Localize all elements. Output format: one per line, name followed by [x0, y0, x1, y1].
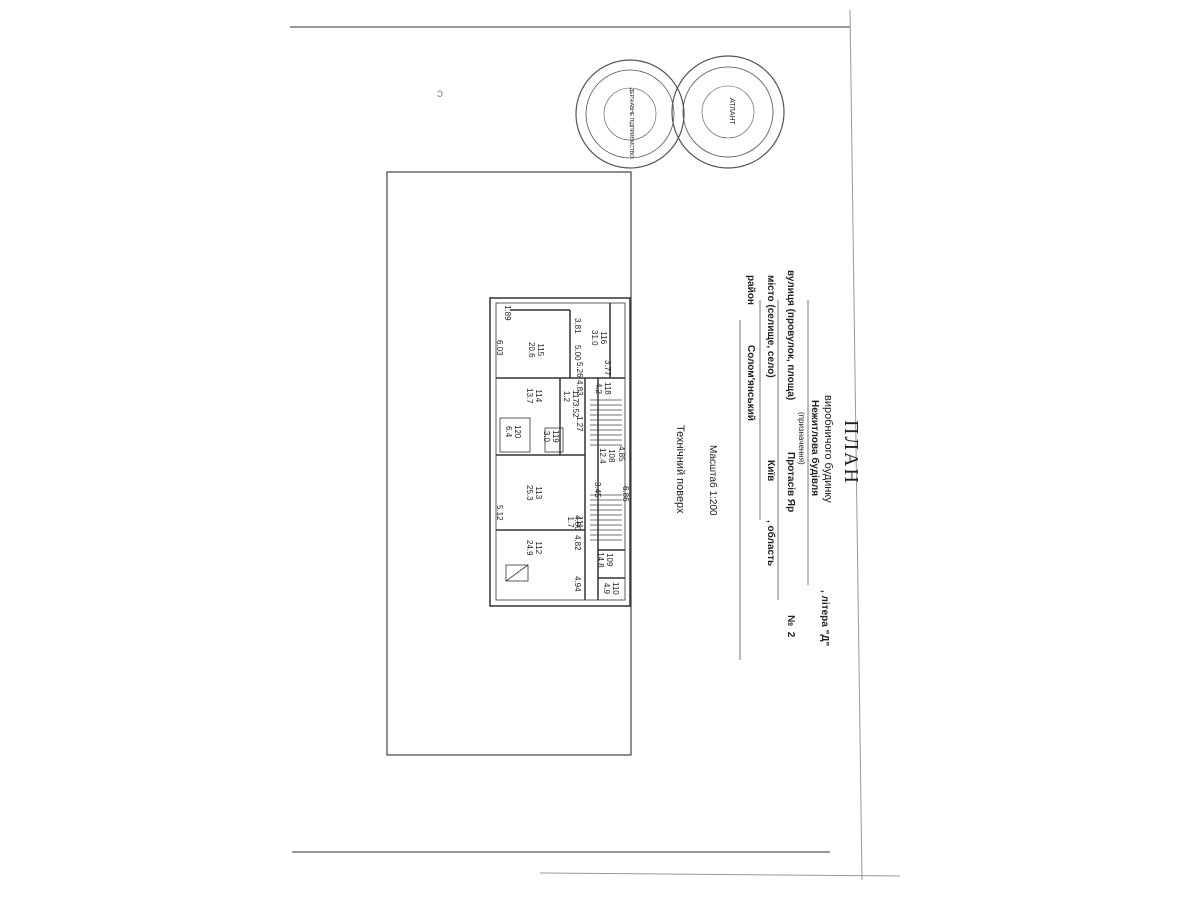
building-type-note: (призначення): [797, 412, 806, 465]
number-label-text: №: [785, 615, 796, 627]
scale-label: Масштаб 1:200: [707, 445, 718, 516]
dimension-label: 5.12: [495, 505, 504, 521]
dimension-label: 4.94: [573, 576, 582, 592]
site-boundary: [386, 171, 632, 756]
street-value: Протасів Яр: [785, 452, 796, 513]
number-label: № 2: [785, 615, 796, 637]
dimension-label: 3.45: [593, 482, 602, 498]
dimension-label: 4.83: [575, 380, 584, 396]
district-value: Солом'янський: [745, 345, 756, 421]
dimension-label: 5.00: [573, 345, 582, 361]
dimension-label: 3.77: [603, 360, 612, 376]
document-subtitle: виробничого будинку: [822, 395, 834, 503]
svg-text:ↄ: ↄ: [437, 86, 443, 100]
stamp-left: [575, 59, 685, 169]
dimension-label: 1.89: [503, 305, 512, 321]
city-value: Київ: [765, 460, 776, 482]
stamp-left-text: ДЕРЖАВНЕ ПІДПРИЄМСТВО: [628, 88, 634, 158]
dimension-label: 4.80: [573, 515, 582, 531]
district-label: район: [745, 275, 756, 305]
dimension-label: 5.26: [575, 362, 584, 378]
dimension-label: 3.81: [573, 318, 582, 334]
floorplan-drawing: [489, 297, 631, 607]
dimension-label: 6.03: [495, 340, 504, 356]
floor-name: Технічний поверх: [674, 425, 686, 514]
building-type: Нежитлова будівля: [809, 400, 820, 497]
oblast-label: , область: [765, 520, 776, 567]
litera-close: ": [819, 641, 830, 647]
dimension-label: 6.86: [621, 486, 630, 502]
litera-label-text: , літера ": [819, 590, 830, 635]
stamp-right: [671, 55, 785, 169]
dimension-label: 4.85: [617, 446, 626, 462]
litera-label: , літера "Д": [819, 590, 830, 646]
city-label: місто (селище, село): [765, 275, 776, 378]
street-label: вулиця (провулок, площа): [785, 270, 796, 401]
document-title: ПЛАН: [840, 420, 862, 485]
dimension-label: 1.27: [575, 416, 584, 432]
number-value: 2: [785, 631, 796, 638]
dimension-label: 4.82: [573, 535, 582, 551]
stamp-right-text: АТЛАНТ: [728, 98, 735, 125]
